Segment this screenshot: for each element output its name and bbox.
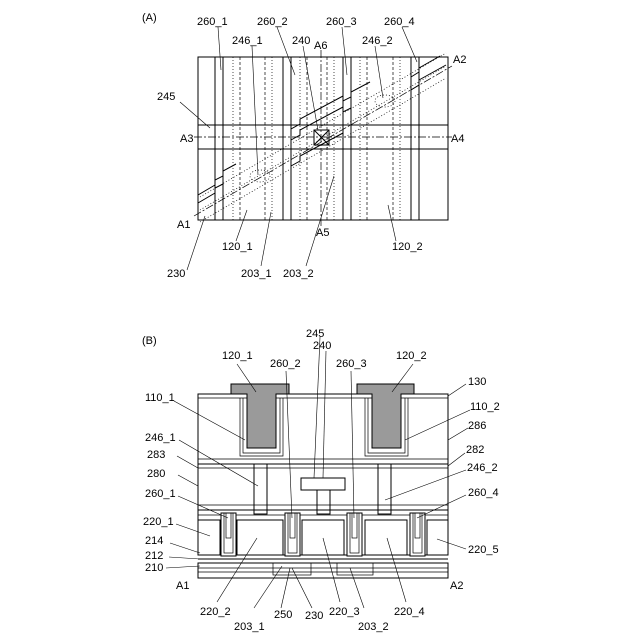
section-base-layers	[198, 555, 448, 578]
section-label-245: 245	[306, 328, 324, 340]
section-label-280: 280	[147, 468, 165, 480]
section-label-286: 286	[468, 420, 486, 432]
section-trench-gates	[221, 513, 425, 556]
trench-gate-260-2	[285, 513, 300, 556]
section-label-220-2: 220_2	[200, 606, 231, 618]
section-label-120-1: 120_1	[222, 350, 253, 362]
plan-label-246-1: 246_1	[232, 35, 263, 47]
plan-label-a6: A6	[314, 40, 327, 52]
plan-label-120-2: 120_2	[392, 241, 423, 253]
section-label-283: 283	[147, 449, 165, 461]
section-leader-lines	[166, 337, 470, 608]
plan-label-a1: A1	[177, 219, 190, 231]
plan-label-a5: A5	[316, 227, 329, 239]
plan-label-120-1: 120_1	[222, 241, 253, 253]
section-label-282: 282	[466, 444, 484, 456]
panel-a-caption: (A)	[142, 12, 157, 24]
section-label-260-4: 260_4	[468, 487, 499, 499]
section-label-a2: A2	[450, 580, 463, 592]
plan-label-246-2: 246_2	[362, 35, 393, 47]
plan-label-240: 240	[292, 35, 310, 47]
section-label-260-3: 260_3	[336, 358, 367, 370]
conductor-250	[273, 563, 311, 575]
section-label-220-5: 220_5	[468, 544, 499, 556]
section-label-230: 230	[305, 610, 323, 622]
section-label-246-1: 246_1	[145, 432, 176, 444]
section-label-130: 130	[468, 376, 486, 388]
plan-label-260-2: 260_2	[257, 16, 288, 28]
section-label-214: 214	[145, 535, 163, 547]
plug-246-1	[254, 464, 267, 514]
section-label-210: 210	[145, 562, 163, 574]
section-label-260-1: 260_1	[145, 488, 176, 500]
plan-label-260-3: 260_3	[326, 16, 357, 28]
panel-a-plan-view: (A)	[142, 12, 466, 280]
section-label-220-3: 220_3	[329, 606, 360, 618]
section-label-250: 250	[274, 609, 292, 621]
plan-label-203-1: 203_1	[241, 268, 272, 280]
conductor-230	[337, 563, 373, 575]
section-label-220-4: 220_4	[394, 606, 425, 618]
plug-246-2	[378, 464, 391, 514]
plan-label-a4: A4	[451, 133, 464, 145]
section-label-120-2: 120_2	[396, 350, 427, 362]
section-upper-layer	[198, 384, 448, 464]
trench-gate-260-1	[221, 513, 236, 556]
section-label-246-2: 246_2	[467, 462, 498, 474]
panel-b-cross-section: (B)	[142, 328, 500, 633]
section-label-203-2: 203_2	[358, 621, 389, 633]
section-label-a1: A1	[176, 580, 189, 592]
section-label-110-2: 110_2	[470, 401, 500, 413]
plan-label-203-2: 203_2	[283, 268, 314, 280]
plan-label-a3: A3	[180, 133, 193, 145]
panel-b-caption: (B)	[142, 335, 157, 347]
plan-label-260-4: 260_4	[384, 16, 415, 28]
section-label-212: 212	[145, 550, 163, 562]
plan-label-230: 230	[167, 268, 185, 280]
section-label-240: 240	[313, 340, 331, 352]
section-label-220-1: 220_1	[143, 516, 174, 528]
plan-label-245: 245	[157, 91, 175, 103]
section-label-203-1: 203_1	[234, 621, 265, 633]
plan-label-a2: A2	[453, 54, 466, 66]
trench-gate-260-3	[347, 513, 362, 556]
trench-gate-260-4	[410, 513, 425, 556]
section-label-260-2: 260_2	[270, 358, 301, 370]
section-label-110-1: 110_1	[145, 392, 175, 404]
via-120-2	[357, 384, 414, 448]
plan-dotted-regions	[233, 57, 400, 220]
electrode-240-cap	[301, 478, 345, 490]
plan-label-260-1: 260_1	[197, 16, 228, 28]
